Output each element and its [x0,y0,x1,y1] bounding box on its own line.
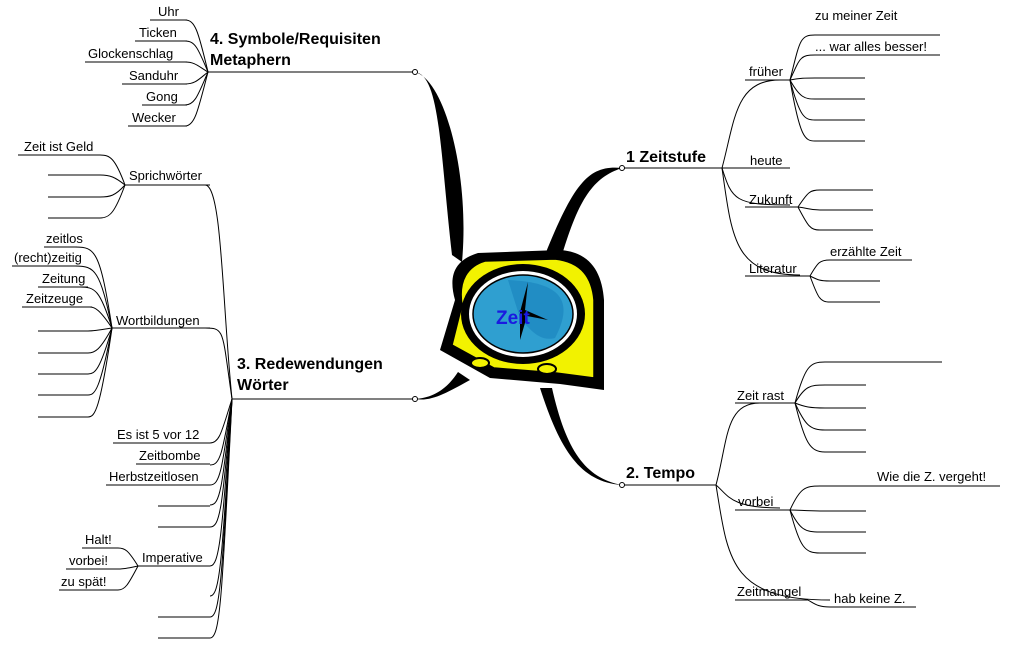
zukunft-label: Zukunft [749,192,793,207]
zeitstufe-title: 1 Zeitstufe [626,149,706,166]
imperative-item-1: Halt! [85,532,112,547]
symbole-item-6: Wecker [132,110,176,125]
sprichwoerter-item-1: Zeit ist Geld [24,139,93,154]
symbole-item-3: Glockenschlag [88,46,173,61]
direct-item-2: Zeitbombe [139,448,200,463]
symbole-item-2: Ticken [139,25,177,40]
symbole-title-line2: Metaphern [210,52,291,69]
clock-icon: Zeit [440,250,604,390]
zeitmangel-item-1: hab keine Z. [834,591,906,606]
wortbildungen-item-1: zeitlos [46,231,83,246]
zeitrast-label: Zeit rast [737,388,784,403]
direct-item-3: Herbstzeitlosen [109,469,199,484]
redewendungen-title-line2: Wörter [237,377,289,394]
frueher-label: früher [749,64,784,79]
wortbildungen-label: Wortbildungen [116,313,200,328]
symbole-item-4: Sanduhr [129,68,179,83]
heute-label: heute [750,153,783,168]
frueher-item-1: zu meiner Zeit [815,8,898,23]
imperative-item-2: vorbei! [69,553,108,568]
zeitmangel-label: Zeitmangel [737,584,801,599]
literatur-label: Literatur [749,261,797,276]
symbole-item-1: Uhr [158,4,180,19]
literatur-item-1: erzählte Zeit [830,244,902,259]
branch-tempo: 2. Tempo Zeit rast vorbei Wie die Z. ver… [619,361,1000,608]
center-label: Zeit [496,308,530,329]
symbole-title-line1: 4. Symbole/Requisiten [210,31,381,48]
direct-item-1: Es ist 5 vor 12 [117,427,199,442]
branch-zeitstufe: 1 Zeitstufe früher zu meiner Zeit ... wa… [619,8,940,303]
redewendungen-title-line1: 3. Redewendungen [237,356,383,373]
tempo-title: 2. Tempo [626,465,695,482]
branch-symbole: 4. Symbole/Requisiten Metaphern Uhr Tick… [85,4,418,127]
vorbei-item-1: Wie die Z. vergeht! [877,469,986,484]
wortbildungen-item-2: (recht)zeitig [14,250,82,265]
vorbei-label: vorbei [738,494,774,509]
main-branch-connectors [415,72,622,485]
wortbildungen-item-4: Zeitzeuge [26,291,83,306]
imperative-label: Imperative [142,550,203,565]
imperative-item-3: zu spät! [61,574,107,589]
wortbildungen-item-3: Zeitung [42,271,85,286]
frueher-item-2: ... war alles besser! [815,39,927,54]
branch-redewendungen: 3. Redewendungen Wörter Sprichwörter Zei… [12,139,418,639]
symbole-item-5: Gong [146,89,178,104]
sprichwoerter-label: Sprichwörter [129,168,203,183]
